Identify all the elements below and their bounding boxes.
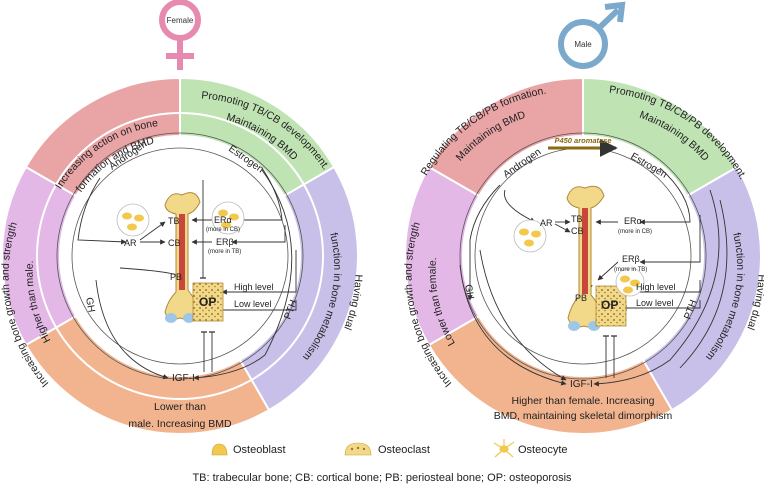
female-era-label: ERα xyxy=(214,215,232,225)
male-igf-label: IGF-I xyxy=(570,379,593,390)
legend-osteoblast-label: Osteoblast xyxy=(233,444,286,456)
female-high-level-label: High level xyxy=(234,282,274,292)
female-low-level-label: Low level xyxy=(234,299,272,309)
female-erb-note: (more in TB) xyxy=(208,249,241,255)
female-cell-cluster-right xyxy=(211,201,245,235)
male-cell-cluster-left xyxy=(513,219,547,253)
male-erb-note: (more in TB) xyxy=(614,267,647,273)
female-igf-label: IGF-I xyxy=(172,373,195,384)
male-erb-label: ERβ xyxy=(622,254,640,264)
female-op-label: OP xyxy=(199,295,216,309)
female-symbol-label: Female xyxy=(167,16,194,25)
female-cb-label: CB xyxy=(168,238,181,248)
female-arrows xyxy=(77,167,297,381)
legend: Osteoblast Osteoclast Osteocyte xyxy=(211,439,568,458)
female-bone-illustration xyxy=(164,192,224,323)
male-op-label: OP xyxy=(601,298,618,312)
female-tb-label: TB xyxy=(168,216,180,226)
footnote: TB: trabecular bone; CB: cortical bone; … xyxy=(192,472,572,484)
male-cb-label: CB xyxy=(571,226,584,236)
osteocyte-icon xyxy=(493,439,515,458)
legend-osteocyte-label: Osteocyte xyxy=(518,444,568,456)
male-cell-cluster-right xyxy=(615,267,645,297)
male-era-label: ERα xyxy=(624,216,642,226)
osteoclast-icon xyxy=(344,442,372,456)
female-ar-label: AR xyxy=(124,238,137,248)
male-ar-label: AR xyxy=(540,218,553,228)
female-erb-label: ERβ xyxy=(216,237,234,247)
male-arrows xyxy=(459,167,728,387)
female-symbol-icon xyxy=(159,0,201,70)
male-sector-bottom-line1: Higher than female. Increasing xyxy=(512,395,655,407)
female-gh-label: GH xyxy=(83,297,96,314)
male-pb-label: PB xyxy=(575,293,587,303)
male-high-level-label: High level xyxy=(636,282,676,292)
male-symbol-label: Male xyxy=(574,40,592,49)
male-sector-bottom-line2: BMD, maintaining skeletal dimorphism xyxy=(494,410,673,422)
osteoblast-icon xyxy=(211,443,228,456)
male-symbol-icon xyxy=(558,1,626,69)
male-aromatase-label: P450 aromatase xyxy=(554,136,611,145)
female-cell-cluster-left xyxy=(116,203,150,237)
male-tb-label: TB xyxy=(571,214,583,224)
male-panel: Male Regulating TB/CB/PB formation. Main… xyxy=(403,1,764,435)
female-panel: Female Increasing action on bone formati… xyxy=(0,0,364,435)
female-pb-label: PB xyxy=(170,272,182,282)
male-low-level-label: Low level xyxy=(636,298,674,308)
female-sector-bottom-line2: male. Increasing BMD xyxy=(128,418,232,430)
male-sectors xyxy=(404,76,762,435)
female-era-note: (more in CB) xyxy=(206,227,240,233)
female-sector-bottom-line1: Lower than xyxy=(154,401,206,413)
legend-osteoclast-label: Osteoclast xyxy=(378,444,430,456)
male-era-note: (more in CB) xyxy=(618,229,652,235)
